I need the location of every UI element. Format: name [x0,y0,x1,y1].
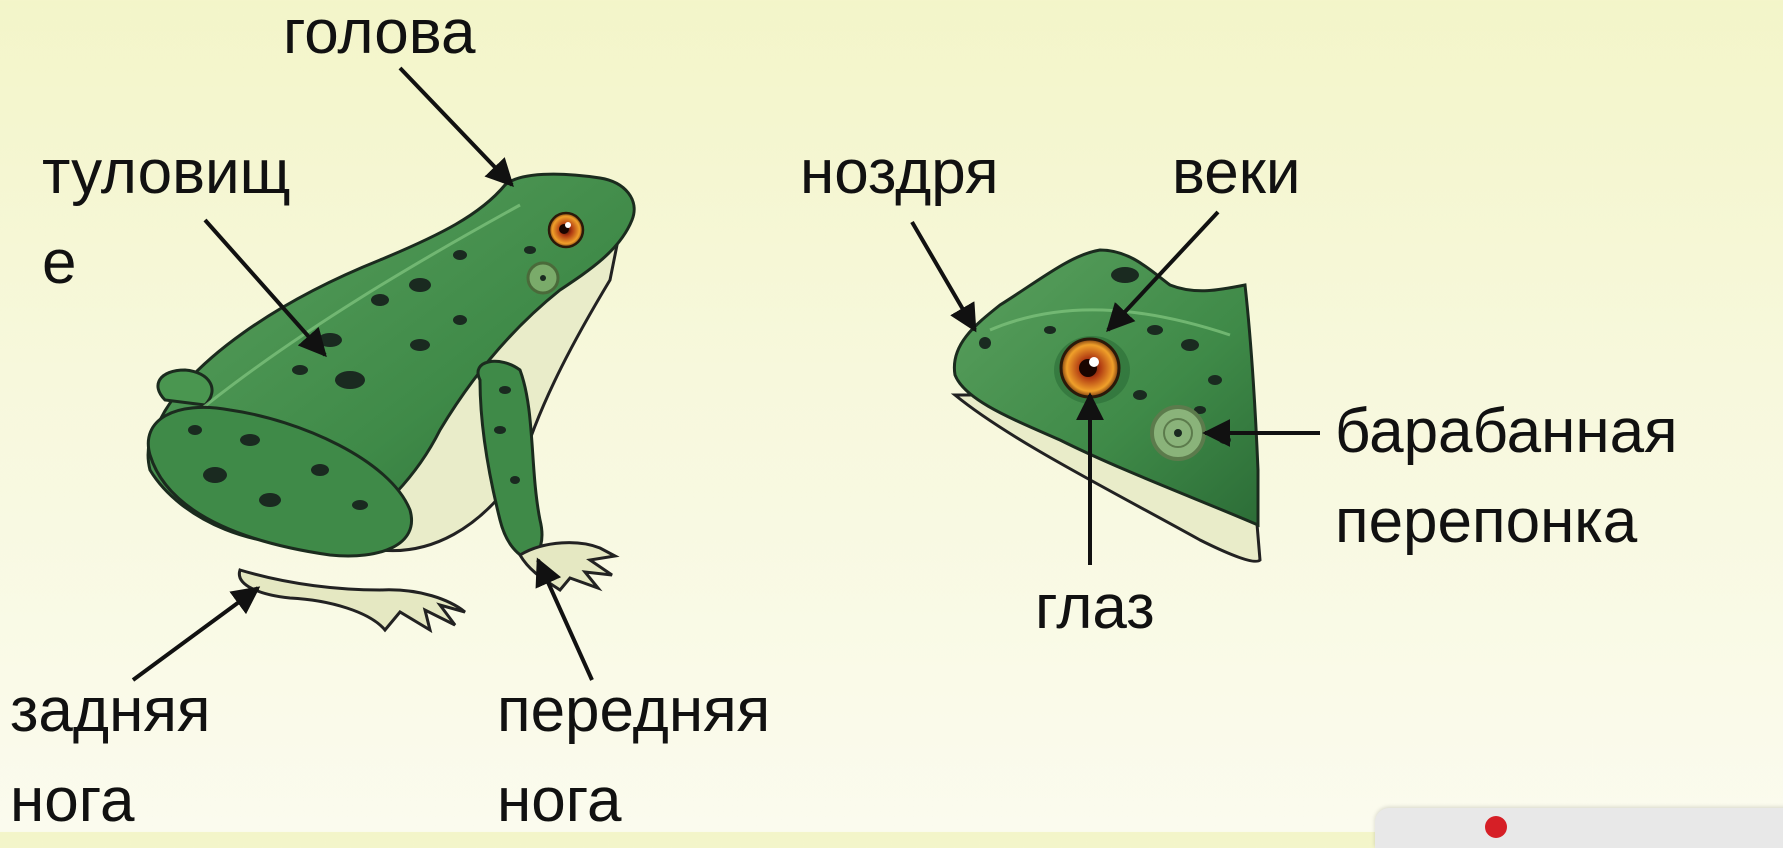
watermark-red-dot [1485,816,1507,838]
label-nozdrya: ноздря [800,128,999,218]
label-barabannaya-pereponka: барабанная перепонка [1335,387,1678,567]
arrow-nozdrya [912,222,975,330]
label-zadnyaya-noga: задняя нога [10,666,210,846]
label-glaz: глаз [1035,563,1155,653]
arrow-golova [400,68,512,185]
frog-head-closeup [954,250,1260,561]
label-perednyaya-noga: передняя нога [497,666,770,846]
label-tulovishche: туловищ е [42,128,291,308]
watermark-logo [1375,808,1783,848]
label-veki: веки [1172,128,1300,218]
label-golova: голова [283,0,475,78]
